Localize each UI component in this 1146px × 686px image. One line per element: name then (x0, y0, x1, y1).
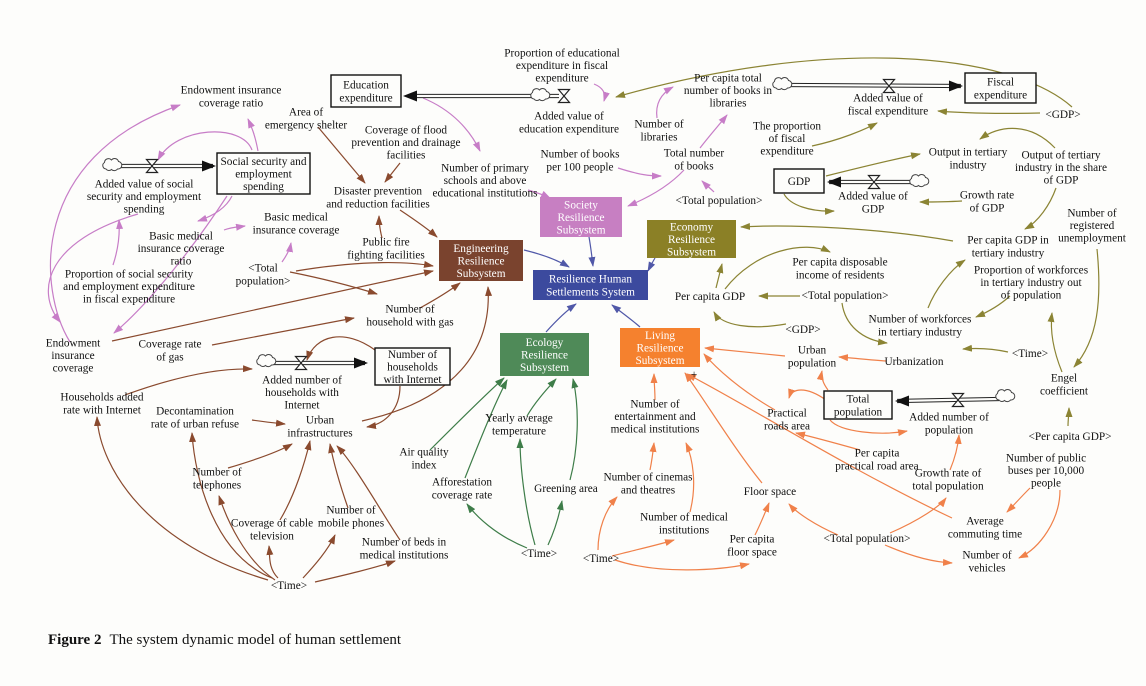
svg-text:<Total population>: <Total population> (824, 533, 911, 545)
svg-text:Greening area: Greening area (534, 483, 598, 495)
svg-text:<Time>: <Time> (271, 580, 307, 592)
svg-text:<Time>: <Time> (1012, 348, 1048, 360)
svg-text:Urbanization: Urbanization (885, 356, 944, 368)
svg-text:<GDP>: <GDP> (1045, 109, 1080, 121)
svg-text:Per capita GDP: Per capita GDP (675, 291, 745, 303)
svg-text:+: + (691, 369, 697, 381)
svg-text:<Time>: <Time> (521, 548, 557, 560)
svg-text:<GDP>: <GDP> (785, 324, 820, 336)
svg-text:GDP: GDP (788, 176, 811, 188)
svg-text:<Time>: <Time> (583, 553, 619, 565)
svg-text:Floor space: Floor space (744, 486, 796, 498)
svg-text:<Total population>: <Total population> (676, 195, 763, 207)
svg-text:<Total population>: <Total population> (802, 290, 889, 302)
svg-text:<Per capita GDP>: <Per capita GDP> (1028, 431, 1111, 443)
